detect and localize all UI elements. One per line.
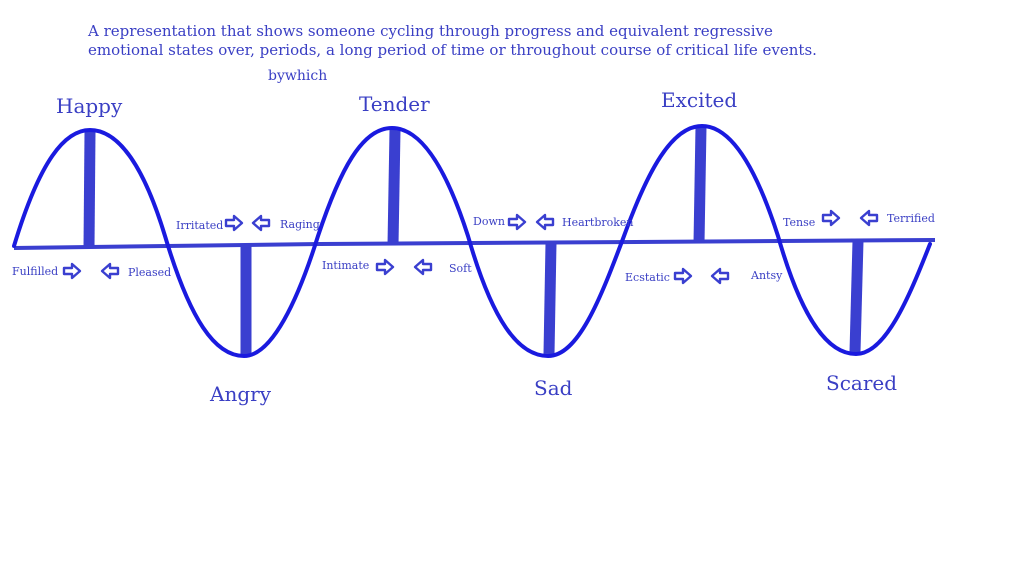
description-text: A representation that shows someone cycl… [88,22,817,59]
emotion-label-raging: Raging [280,218,320,231]
emotion-label-pleased: Pleased [128,266,171,279]
trough-label-scared: Scared [826,371,897,395]
arrow-right-icon [224,214,244,232]
arrow-left-icon [535,213,555,231]
emotion-wave [12,123,932,359]
byline-text: bywhich [268,68,328,84]
emotion-label-intimate: Intimate [322,259,369,272]
emotion-label-soft: Soft [449,262,472,275]
arrow-right-icon [375,258,395,276]
emotion-label-irritated: Irritated [176,219,223,232]
baseline [13,238,936,250]
arrow-right-icon [62,262,82,280]
arrow-left-icon [710,267,730,285]
trough-bar-sad [543,242,557,355]
trough-label-angry: Angry [209,382,272,406]
peak-label-tender: Tender [359,92,430,116]
arrow-left-icon [100,262,120,280]
peak-label-excited: Excited [661,88,737,112]
peak-bar-tender [387,129,401,246]
peak-bar-excited [693,126,707,244]
arrow-left-icon [413,258,433,276]
emotion-label-terrified: Terrified [887,212,935,225]
emotion-label-ecstatic: Ecstatic [625,271,670,284]
arrow-right-icon [821,209,841,227]
arrow-right-icon [507,213,527,231]
peak-label-happy: Happy [56,94,123,118]
peak-bar-happy [83,131,96,248]
trough-bar-scared [849,240,864,353]
trough-label-sad: Sad [534,376,573,400]
arrow-left-icon [251,214,271,232]
emotion-label-fulfilled: Fulfilled [12,265,58,278]
arrow-right-icon [673,267,693,285]
emotion-label-tense: Tense [783,216,815,229]
arrow-left-icon [859,209,879,227]
emotion-label-down: Down [473,215,505,228]
emotion-label-heartbroken: Heartbroken [562,216,634,229]
emotion-label-antsy: Antsy [750,269,783,282]
